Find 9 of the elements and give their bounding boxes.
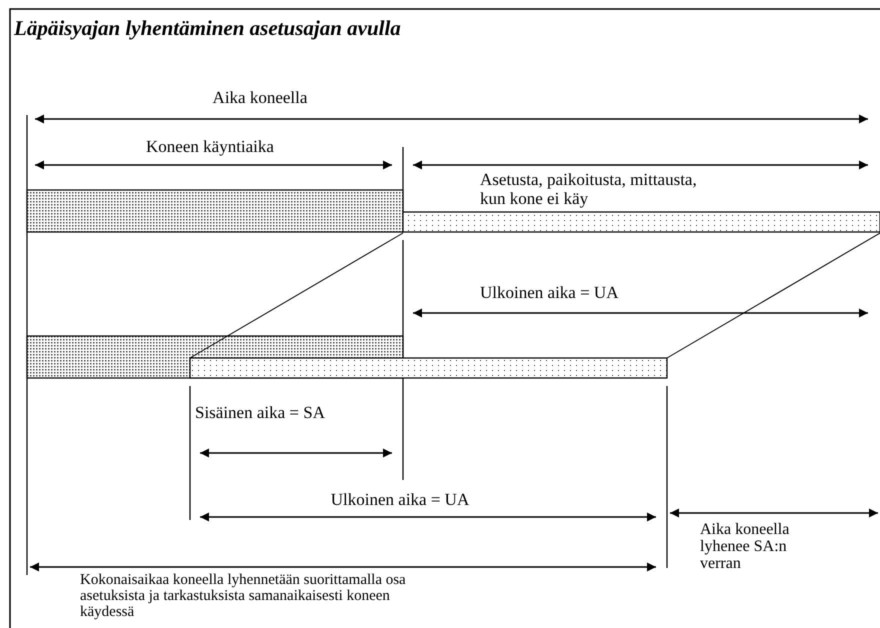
dimension-label: Aika koneella: [212, 88, 308, 107]
dimension-label: Asetusta, paikoitusta, mittausta, kun kone ei käy: [480, 170, 698, 208]
title: Läpäisyajan lyhentäminen asetusajan avulla: [14, 16, 401, 41]
dimension-label: Sisäinen aika = SA: [195, 403, 326, 422]
dimension-label: Kokonaisaikaa koneella lyhennetään suorittamalla osa asetuksista ja tarkastuksista samanaikaisesti koneen käydessä: [80, 572, 407, 620]
dimension-label: Aika koneella lyhenee SA:n verran: [700, 521, 790, 572]
dimension-label: Ulkoinen aika = UA: [480, 283, 620, 302]
dimension-label: Ulkoinen aika = UA: [330, 490, 470, 509]
dimension-label: Koneen käyntiaika: [145, 137, 275, 156]
